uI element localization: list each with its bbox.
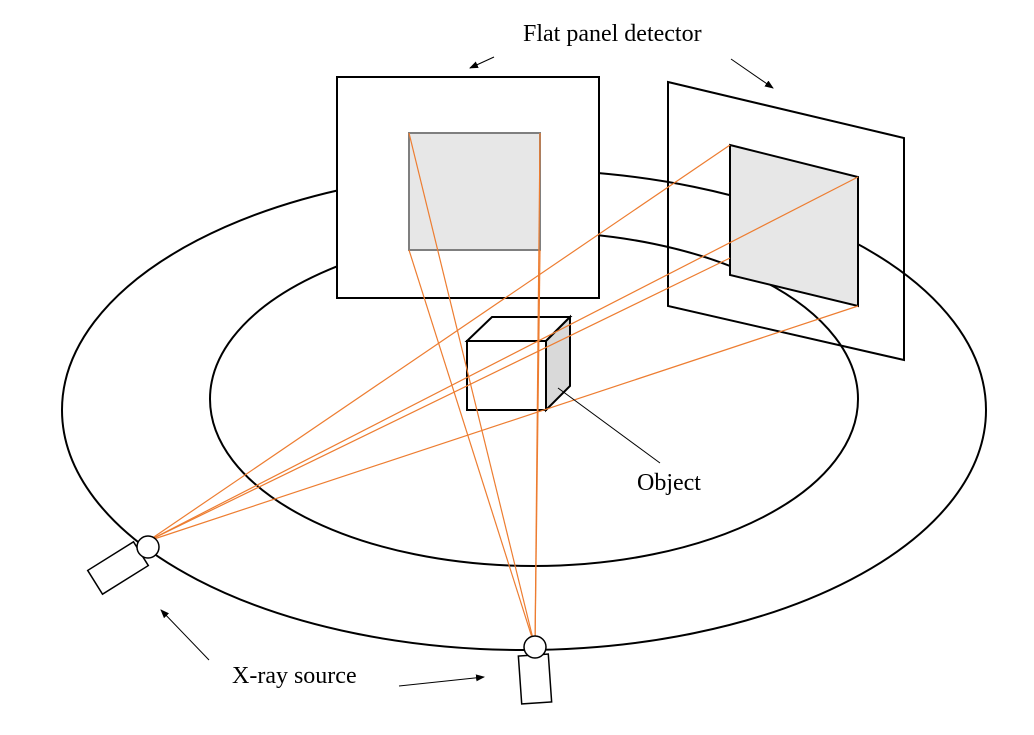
xray-source-label: X-ray source — [232, 663, 357, 689]
beam-line — [534, 249, 541, 648]
detector-frame-right — [667, 80, 905, 362]
arrow-detector-right — [730, 58, 774, 89]
object-label: Object — [637, 470, 701, 496]
beam-line — [408, 132, 536, 648]
source-tube-bottom — [523, 635, 547, 659]
source-tube-left — [136, 535, 160, 559]
cube-front-face — [466, 340, 547, 411]
xray-source-left — [86, 535, 160, 596]
arrow-source-bottom — [398, 674, 485, 687]
detector-panel-right — [729, 143, 859, 308]
beam-line — [147, 176, 859, 542]
beam-line — [147, 257, 731, 542]
xray-source-bottom — [517, 635, 553, 705]
detector-panel-top — [408, 132, 541, 251]
flat-panel-detector-label: Flat panel detector — [523, 21, 702, 47]
beam-line — [147, 144, 731, 542]
beam-line — [408, 249, 536, 648]
object-leader-line — [557, 387, 661, 464]
beams-left-source — [147, 144, 859, 542]
beam-line — [147, 305, 859, 542]
arrow-detector-top — [469, 56, 495, 69]
arrow-source-left — [160, 609, 210, 661]
source-housing-bottom — [517, 653, 553, 705]
object-cube — [464, 314, 573, 413]
beams-bottom-source — [408, 132, 541, 648]
